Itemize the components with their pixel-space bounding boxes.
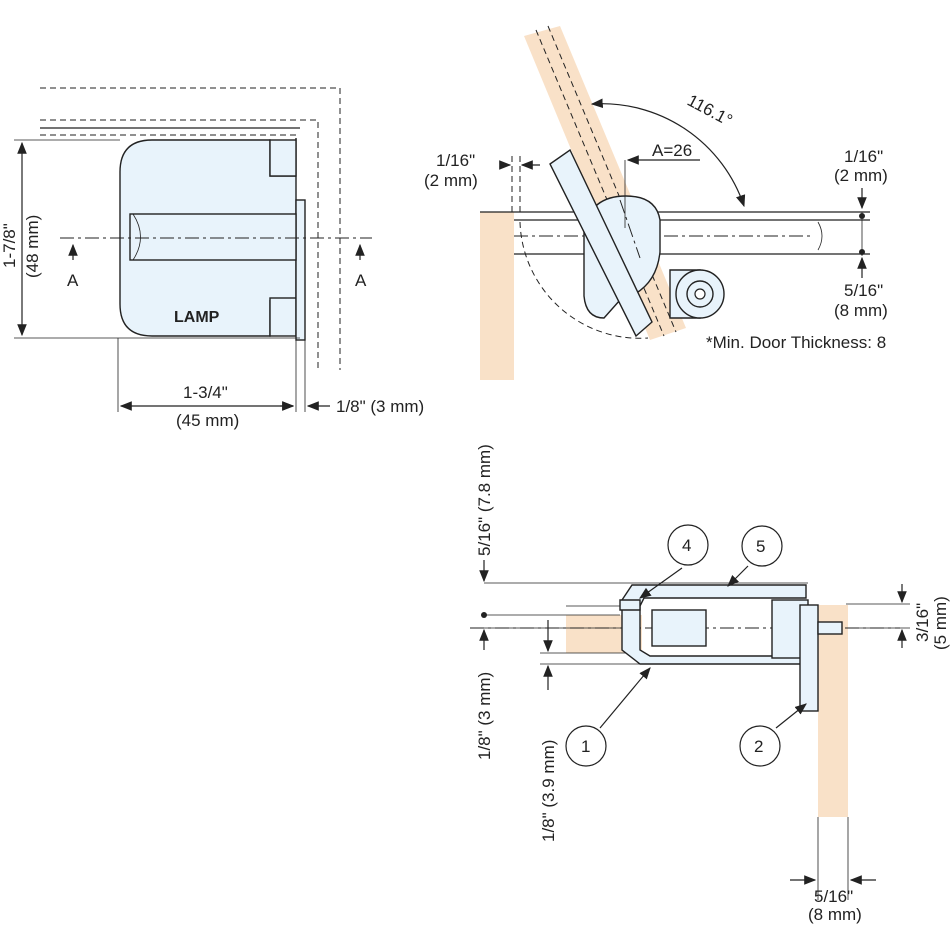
section-label-right: A [355, 271, 367, 290]
callout-4-leader [639, 567, 683, 599]
callout-1-leader [599, 667, 651, 729]
left-dim-in: 1/16" [436, 151, 475, 170]
break-mark [817, 221, 823, 251]
section-view: 5/16" (7.8 mm) 1/8" (3 mm) 1/8" (3.9 mm)… [470, 444, 950, 924]
sec-pin [817, 621, 843, 635]
min-door-note: *Min. Door Thickness: 8 [706, 333, 886, 352]
right-dim-in: 1/16" [844, 147, 883, 166]
hinge-plate [295, 199, 306, 341]
sec-bot-in: 5/16" [814, 887, 853, 906]
top-view: 116.1° 1/16" (2 mm) A=26 1/16" (2 mm) 5/… [424, 25, 888, 380]
frame-wood [480, 212, 514, 380]
sec-right-mm: (5 mm) [931, 596, 950, 650]
front-view: LAMP A A 1-7/8" (48 mm) 1-3/4" (45 mm) 1… [0, 87, 424, 430]
barrel-curve [132, 213, 141, 261]
left-dim-mm: (2 mm) [424, 171, 478, 190]
bottom-dim-mm: (8 mm) [834, 301, 888, 320]
callout-5-label: 5 [756, 537, 765, 556]
brand-logo: LAMP [174, 309, 220, 326]
height-dim-mm: (48 mm) [23, 215, 42, 278]
sec-bracket [799, 604, 819, 712]
callout-1-label: 1 [581, 737, 590, 756]
sec-right-in: 3/16" [913, 603, 932, 642]
hinge-barrel [129, 213, 297, 261]
hinge-plate-top [549, 148, 653, 338]
height-dim-in: 1-7/8" [0, 223, 19, 268]
section-label-left: A [67, 271, 79, 290]
sec-dim-dot [481, 612, 487, 618]
callout-5 [741, 525, 783, 567]
callout-2-label: 2 [754, 737, 763, 756]
sec-dim-low: 1/8" (3.9 mm) [539, 740, 558, 842]
callout-2 [739, 725, 781, 767]
angle-label: 116.1° [684, 91, 735, 130]
frame-dashed-outer [40, 87, 341, 370]
callout-5-leader [727, 565, 749, 587]
hinge-tab-top [269, 139, 297, 177]
hinge-center [619, 199, 641, 259]
width-dim-mm: (45 mm) [176, 411, 239, 430]
offset-dim: 1/8" (3 mm) [336, 397, 424, 416]
angle-arc [590, 98, 746, 208]
section-wood-right [818, 605, 848, 817]
sec-insert [651, 609, 707, 647]
a26-label: A=26 [652, 141, 692, 160]
bottom-dim-in: 5/16" [844, 281, 883, 300]
callout-4 [667, 524, 709, 566]
callout-1 [565, 725, 607, 767]
callout-4-label: 4 [682, 536, 691, 555]
hinge-tab-bottom [269, 297, 297, 337]
width-dim-in: 1-3/4" [183, 383, 228, 402]
sec-cap [619, 599, 641, 611]
sec-dim-mid: 1/8" (3 mm) [475, 672, 494, 760]
right-dim-mm: (2 mm) [834, 166, 888, 185]
sec-bot-mm: (8 mm) [808, 905, 862, 924]
frame-dashed-mid [40, 119, 319, 370]
sec-dim-top: 5/16" (7.8 mm) [475, 444, 494, 556]
pivot-pin [694, 288, 706, 300]
callout-2-leader [775, 703, 807, 729]
